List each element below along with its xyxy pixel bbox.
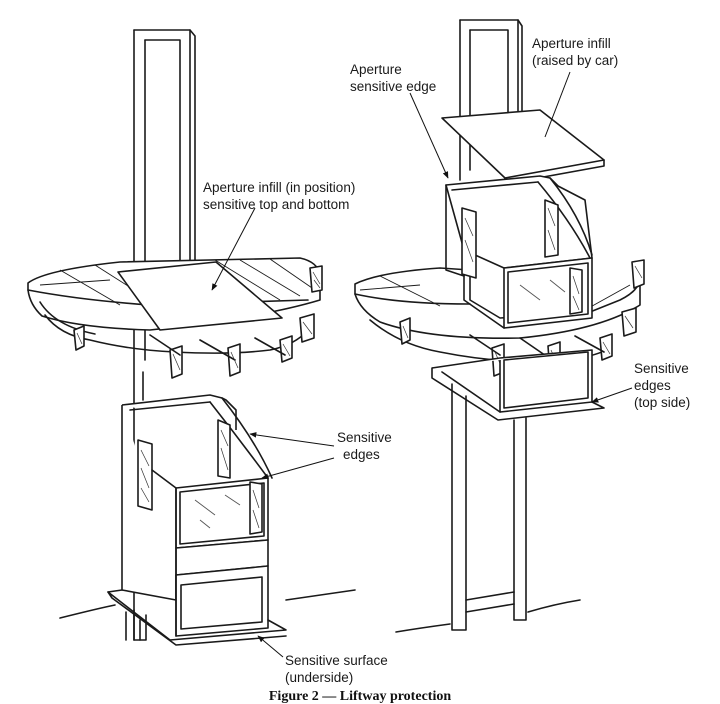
label-aperture-sensitive-edge-line2: sensitive edge	[350, 79, 436, 94]
right-ground-line-right	[527, 599, 581, 613]
label-aperture-infill-raised-line1: Aperture infill	[532, 36, 611, 51]
left-aperture-infill	[117, 261, 283, 331]
label-sensitive-edges: Sensitive edges	[337, 430, 396, 462]
label-aperture-sensitive-edge-line1: Aperture	[350, 62, 402, 77]
right-guide-frame	[459, 19, 523, 181]
label-left-infill-line1: Aperture infill (in position)	[203, 180, 355, 195]
label-sensitive-surface: Sensitive surface (underside)	[285, 653, 392, 685]
label-sensitive-edges-top-line2: edges	[634, 378, 671, 393]
label-aperture-infill-raised: Aperture infill (raised by car)	[532, 36, 618, 68]
label-sensitive-edges-top: Sensitive edges (top side)	[634, 361, 693, 410]
label-aperture-infill-raised-line2: (raised by car)	[532, 53, 618, 68]
right-raised-aperture-infill	[441, 109, 605, 179]
right-lift-car	[445, 175, 593, 329]
figure-caption: Figure 2 — Liftway protection	[269, 689, 451, 704]
label-sensitive-surface-line2: (underside)	[285, 670, 353, 685]
leader-lines	[211, 71, 633, 658]
left-lift-car	[107, 394, 287, 646]
right-illustration	[354, 19, 645, 633]
left-ground-line	[59, 604, 116, 619]
label-sensitive-edges-line1: Sensitive	[337, 430, 392, 445]
left-illustration	[27, 29, 356, 646]
right-ground-line-left	[395, 623, 451, 633]
label-left-infill-line2: sensitive top and bottom	[203, 197, 349, 212]
label-sensitive-surface-line1: Sensitive surface	[285, 653, 388, 668]
label-left-infill: Aperture infill (in position) sensitive …	[203, 180, 359, 212]
left-ground-line-right	[285, 589, 356, 601]
label-aperture-sensitive-edge: Aperture sensitive edge	[350, 62, 436, 94]
right-lower-frame	[451, 383, 527, 631]
label-sensitive-edges-top-line3: (top side)	[634, 395, 690, 410]
label-sensitive-edges-line2: edges	[343, 447, 380, 462]
right-underfloor-guard	[431, 349, 605, 421]
label-sensitive-edges-top-line1: Sensitive	[634, 361, 689, 376]
